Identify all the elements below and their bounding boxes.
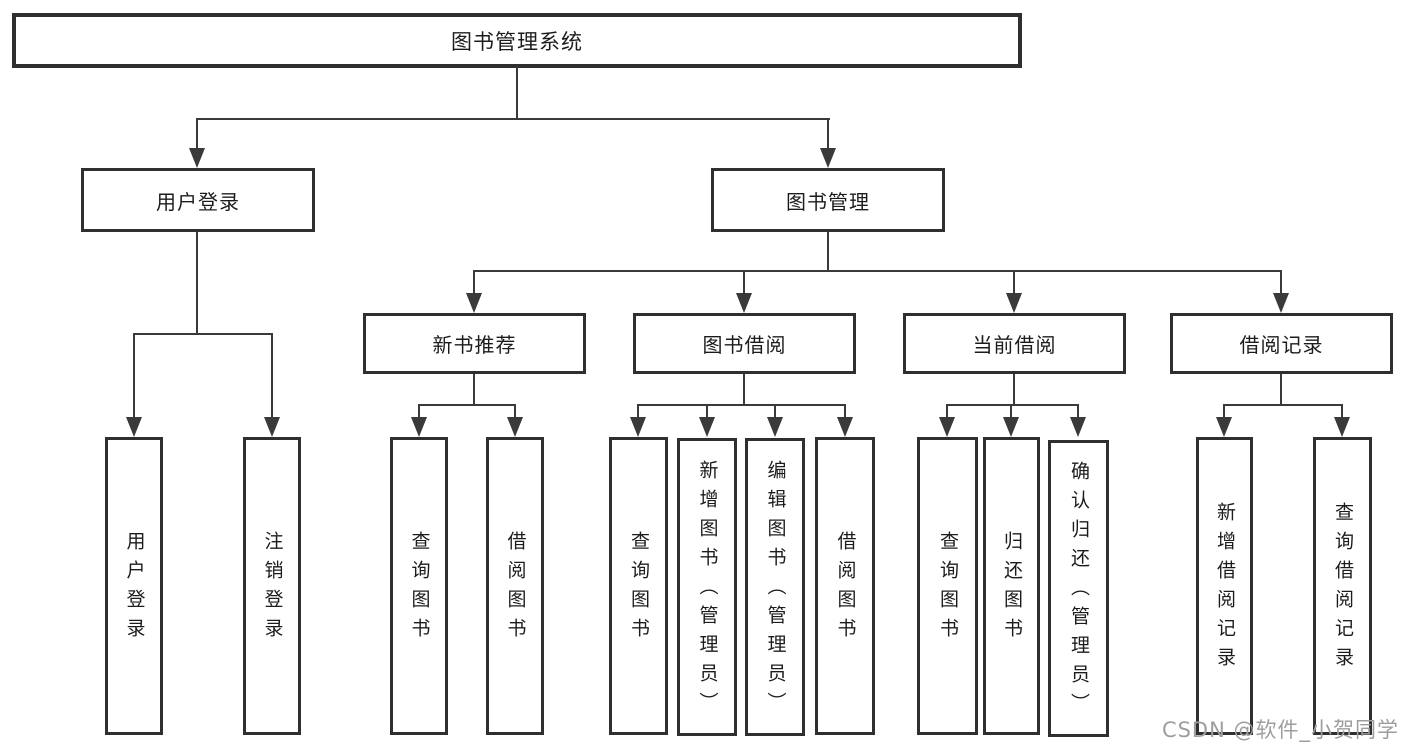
- csdn-watermark: CSDN @软件_小贺同学: [1161, 718, 1399, 742]
- connector-line: [743, 270, 745, 295]
- arrow-down-icon: [1273, 293, 1289, 313]
- node-book-borrowing: 图书借阅: [633, 313, 856, 374]
- arrow-down-icon: [466, 293, 482, 313]
- connector-line: [1223, 404, 1225, 419]
- leaf-borrow-books-borrowing: 借阅图书: [815, 437, 875, 735]
- connector-line: [473, 270, 475, 295]
- arrow-down-icon: [699, 417, 715, 437]
- node-current-borrowing: 当前借阅: [903, 313, 1126, 374]
- leaf-borrow-books-recommend: 借阅图书: [486, 437, 544, 735]
- connector-line: [1013, 374, 1015, 405]
- node-user-login: 用户登录: [81, 168, 315, 232]
- connector-line: [418, 404, 420, 419]
- leaf-return-books: 归还图书: [983, 437, 1040, 735]
- connector-line: [827, 232, 829, 272]
- connector-line: [637, 404, 846, 406]
- connector-line: [774, 404, 776, 419]
- connector-line: [743, 374, 745, 405]
- arrow-down-icon: [411, 417, 427, 437]
- connector-line: [133, 333, 135, 419]
- arrow-down-icon: [264, 417, 280, 437]
- node-borrowing-records: 借阅记录: [1170, 313, 1393, 374]
- leaf-confirm-return-admin: 确认归还（管理员）: [1048, 440, 1109, 737]
- connector-line: [637, 404, 639, 419]
- node-system: 图书管理系统: [12, 13, 1022, 68]
- connector-line: [514, 404, 516, 419]
- arrow-down-icon: [767, 417, 783, 437]
- connector-line: [946, 404, 1079, 406]
- connector-line: [1013, 270, 1015, 295]
- connector-line: [1280, 374, 1282, 405]
- connector-line: [946, 404, 948, 419]
- connector-line: [196, 118, 198, 150]
- connector-line: [473, 374, 475, 405]
- connector-line: [271, 333, 273, 419]
- leaf-user-login: 用户登录: [105, 437, 163, 735]
- connector-line: [1010, 404, 1012, 419]
- leaf-query-borrow-record: 查询借阅记录: [1313, 437, 1372, 735]
- arrow-down-icon: [630, 417, 646, 437]
- arrow-down-icon: [820, 148, 836, 168]
- connector-line: [827, 118, 829, 150]
- leaf-query-books-borrowing: 查询图书: [609, 437, 668, 735]
- connector-line: [1280, 270, 1282, 295]
- connector-line: [844, 404, 846, 419]
- connector-line: [196, 232, 198, 334]
- arrow-down-icon: [1334, 417, 1350, 437]
- connector-line: [133, 333, 273, 335]
- arrow-down-icon: [939, 417, 955, 437]
- leaf-add-book-admin: 新增图书（管理员）: [677, 438, 737, 736]
- node-book-management: 图书管理: [711, 168, 945, 232]
- leaf-add-borrow-record: 新增借阅记录: [1196, 437, 1253, 735]
- arrow-down-icon: [126, 417, 142, 437]
- connector-line: [706, 404, 708, 419]
- connector-line: [418, 404, 516, 406]
- leaf-query-books-recommend: 查询图书: [390, 437, 448, 735]
- connector-line: [1341, 404, 1343, 419]
- arrow-down-icon: [837, 417, 853, 437]
- arrow-down-icon: [189, 148, 205, 168]
- node-new-book-recommend: 新书推荐: [363, 313, 586, 374]
- connector-line: [473, 270, 1281, 272]
- leaf-logout: 注销登录: [243, 437, 301, 735]
- arrow-down-icon: [1216, 417, 1232, 437]
- connector-line: [516, 66, 518, 120]
- connector-line: [1077, 404, 1079, 419]
- arrow-down-icon: [736, 293, 752, 313]
- arrow-down-icon: [1003, 417, 1019, 437]
- connector-line: [196, 118, 830, 120]
- leaf-query-books-current: 查询图书: [917, 437, 978, 735]
- arrow-down-icon: [1006, 293, 1022, 313]
- connector-line: [1223, 404, 1343, 406]
- leaf-edit-book-admin: 编辑图书（管理员）: [745, 438, 805, 736]
- arrow-down-icon: [507, 417, 523, 437]
- arrow-down-icon: [1070, 417, 1086, 437]
